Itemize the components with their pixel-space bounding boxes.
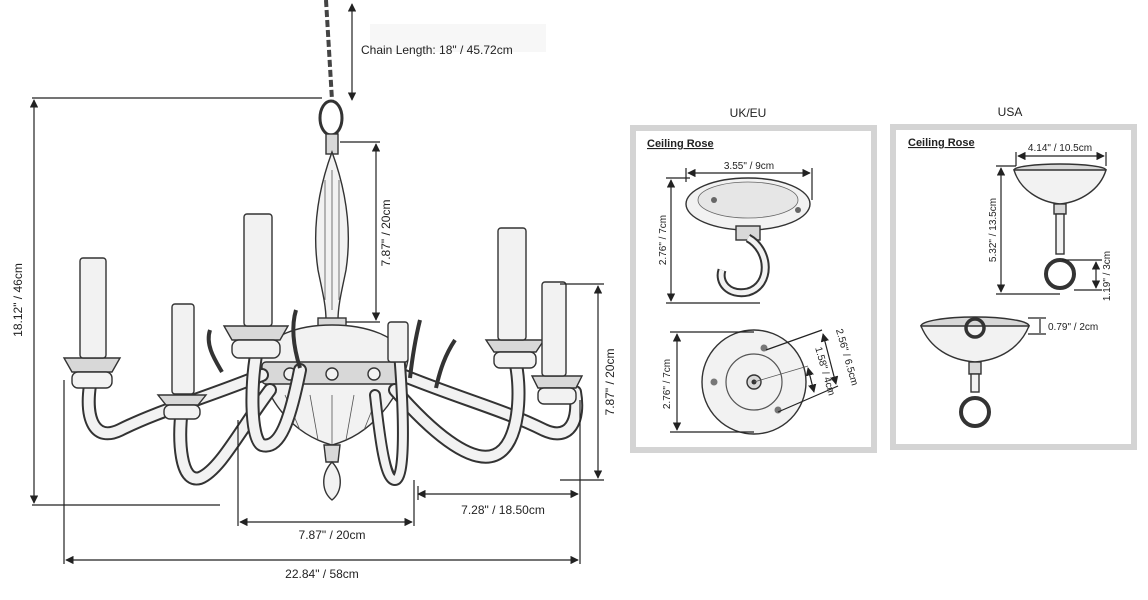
chain-length-label: Chain Length: 18" / 45.72cm bbox=[361, 43, 513, 57]
usa-panel: USA Ceiling Rose 4.14" / 10.5cm 5.32" / … bbox=[890, 105, 1137, 450]
chandelier-illustration bbox=[62, 0, 584, 501]
candles bbox=[79, 213, 567, 395]
usa-ring-height-label: 1.19" / 3cm bbox=[1102, 251, 1113, 301]
chandelier-dimensions: Chain Length: 18" / 45.72cm 18.12" / 46c… bbox=[11, 3, 617, 581]
arm-reach-label: 7.28" / 18.50cm bbox=[461, 503, 545, 517]
center-width-label: 7.87" / 20cm bbox=[299, 528, 366, 542]
total-height-label: 18.12" / 46cm bbox=[11, 263, 25, 337]
candle-cups bbox=[62, 325, 584, 420]
arm-height-label: 7.87" / 20cm bbox=[603, 349, 617, 416]
usa-ceiling-rose-title: Ceiling Rose bbox=[908, 137, 975, 149]
ukeu-panel: UK/EU Ceiling Rose 3.55" / 9cm 2.76" / 7… bbox=[630, 106, 877, 453]
ukeu-ceiling-rose-title: Ceiling Rose bbox=[647, 138, 714, 150]
ukeu-hook-rose bbox=[685, 177, 811, 298]
usa-total-height-label: 5.32" / 13.5cm bbox=[988, 198, 999, 262]
usa-cup-depth-label: 0.79" / 2cm bbox=[1048, 322, 1098, 333]
stem-height-label: 7.87" / 20cm bbox=[379, 200, 393, 267]
usa-upper-canopy bbox=[1013, 163, 1107, 290]
usa-canopy-width-label: 4.14" / 10.5cm bbox=[1028, 143, 1092, 154]
chain bbox=[318, 0, 344, 137]
ukeu-hook-height-label: 2.76" / 7cm bbox=[658, 215, 669, 265]
usa-heading: USA bbox=[998, 105, 1023, 119]
chandelier-arms bbox=[81, 309, 584, 487]
usa-lower-cup bbox=[919, 316, 1031, 428]
ukeu-base-diameter-label: 2.76" / 7cm bbox=[662, 359, 673, 409]
ukeu-heading: UK/EU bbox=[730, 106, 767, 120]
total-width-label: 22.84" / 58cm bbox=[285, 567, 359, 581]
center-stem bbox=[314, 133, 350, 331]
ukeu-rose-width-label: 3.55" / 9cm bbox=[724, 161, 774, 172]
